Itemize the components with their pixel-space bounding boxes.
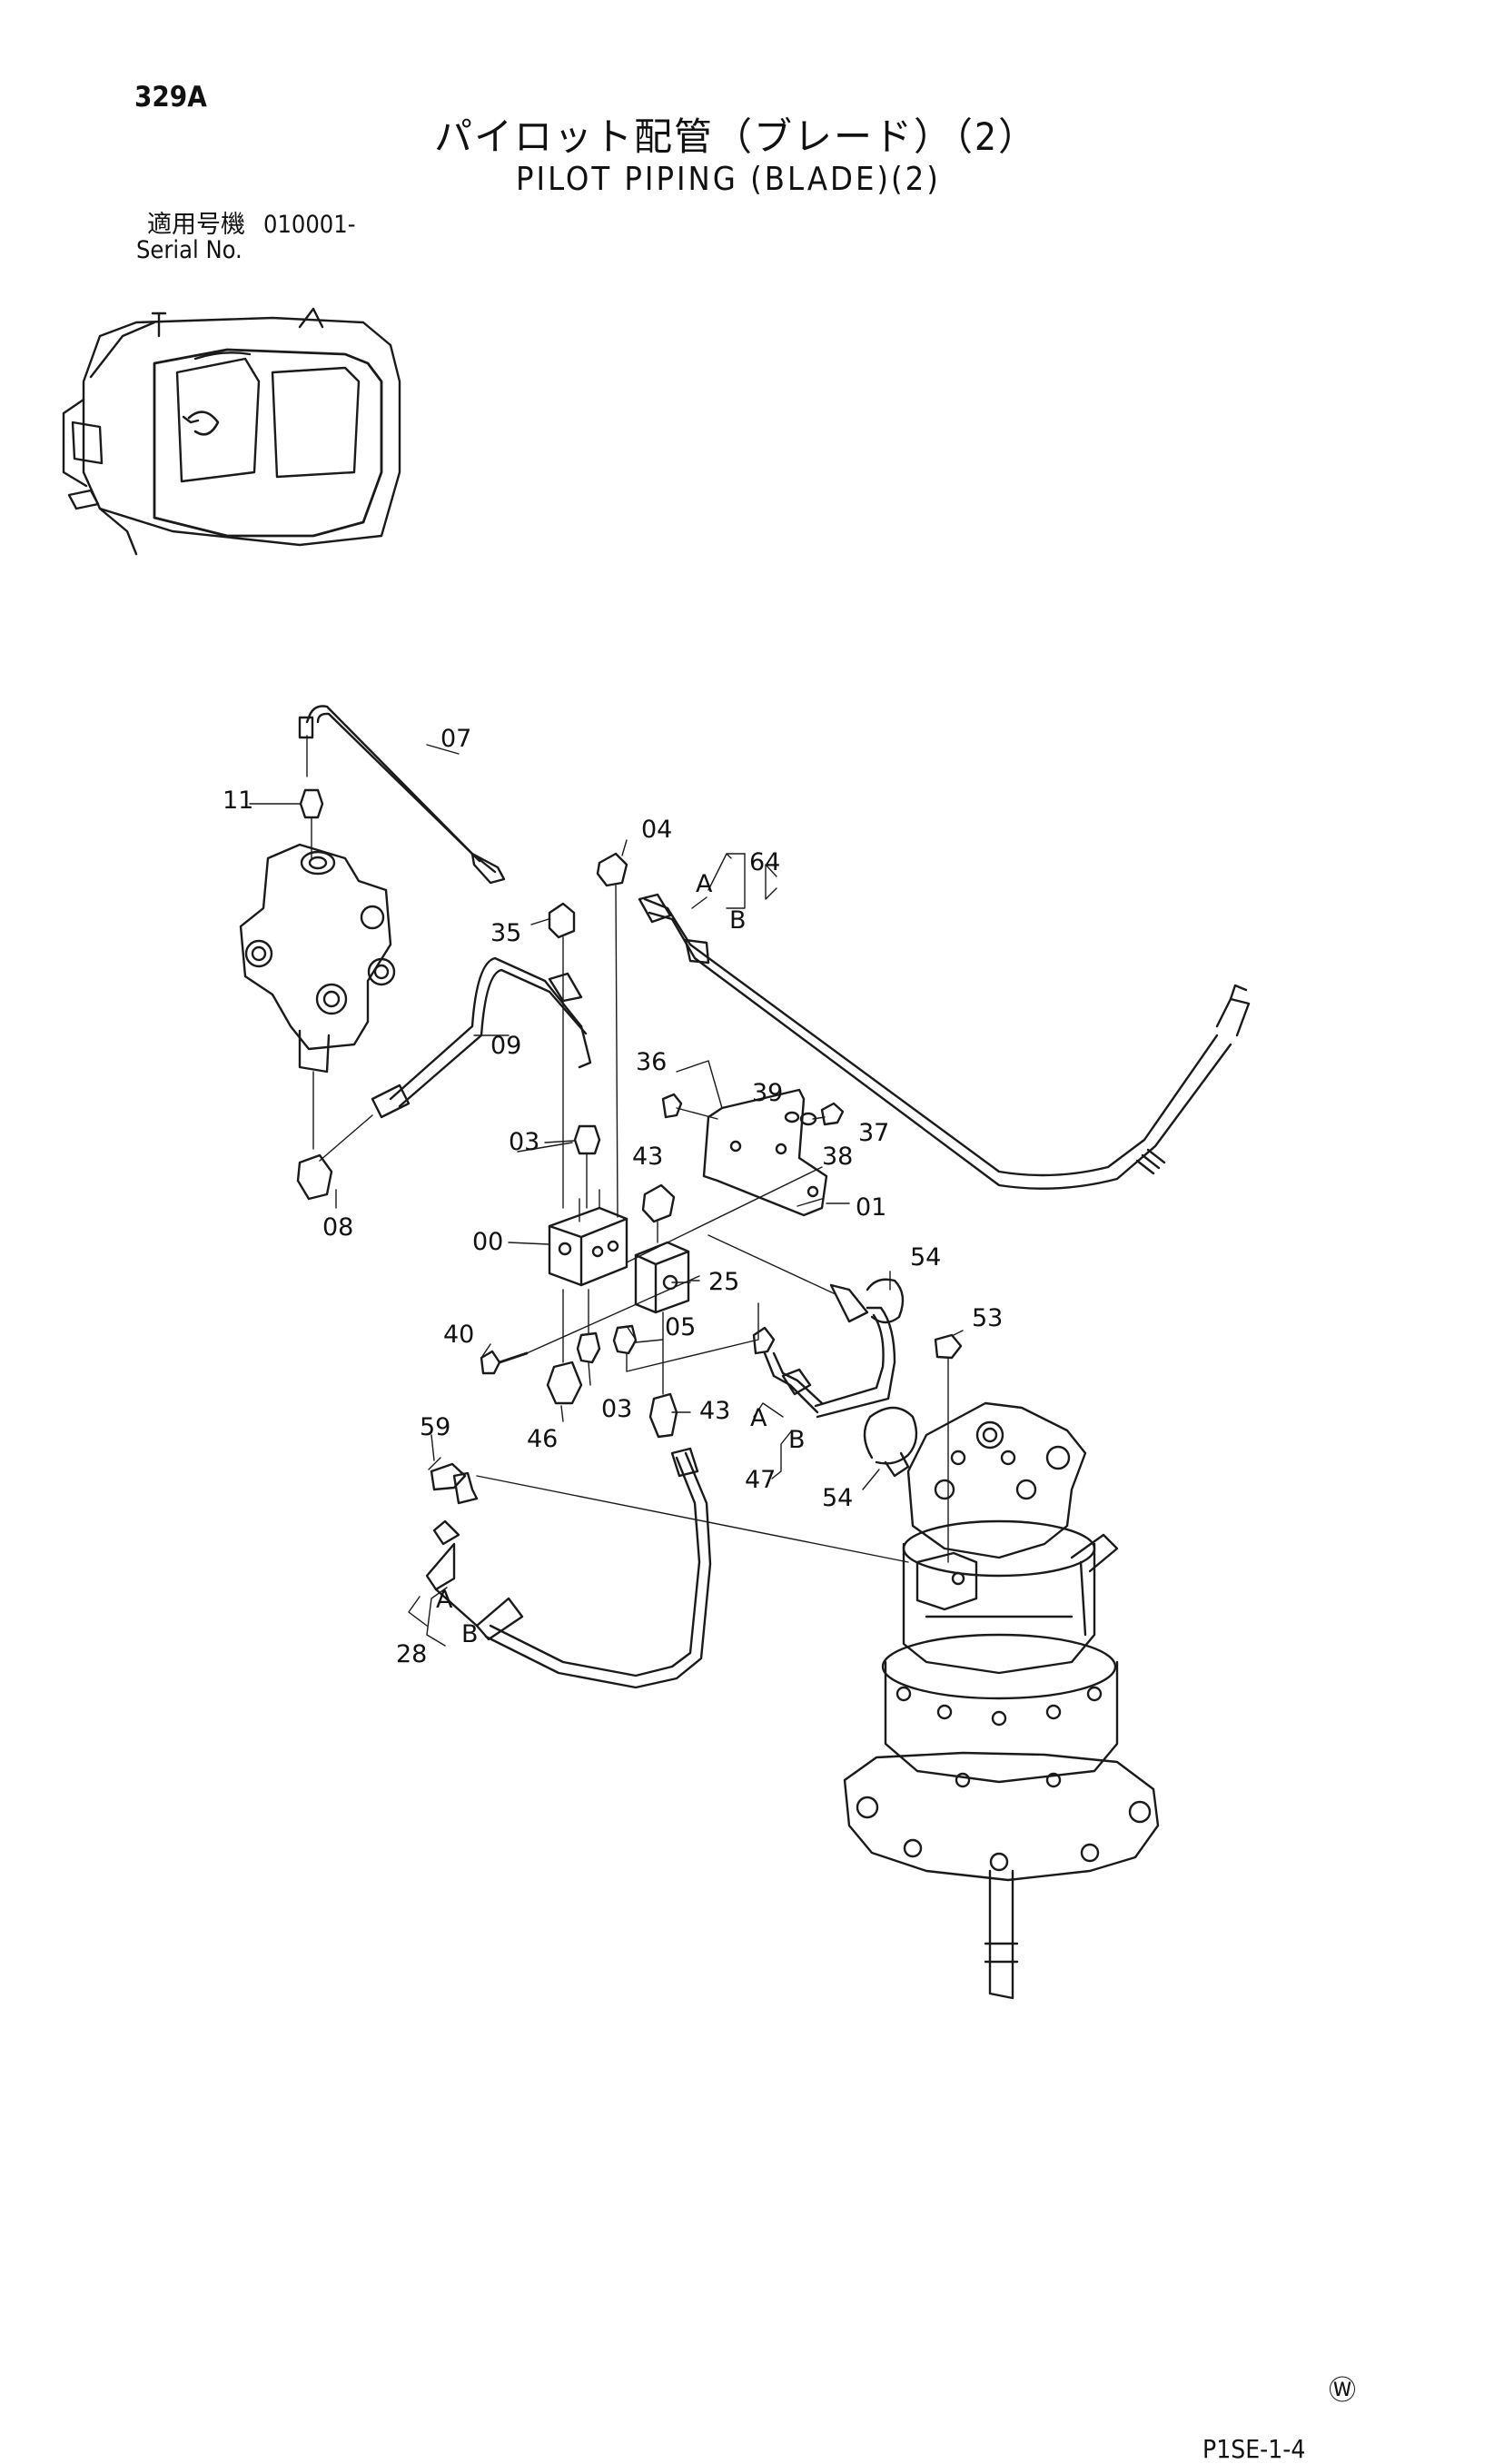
- callout-a-28: A: [436, 1586, 453, 1614]
- callout-25: 25: [708, 1268, 739, 1296]
- hose-64: [638, 853, 1251, 1190]
- callout-40: 40: [443, 1321, 474, 1349]
- callout-28: 28: [396, 1640, 427, 1668]
- callout-59: 59: [420, 1413, 450, 1441]
- callout-37: 37: [858, 1119, 889, 1147]
- callout-04: 04: [641, 816, 672, 844]
- elbow-04: [596, 852, 628, 1218]
- washer-39: [784, 1111, 800, 1123]
- callout-47: 47: [745, 1466, 776, 1494]
- hose-54-upper: [707, 1234, 905, 1419]
- callout-43-lower: 43: [699, 1397, 730, 1425]
- callout-54-upper: 54: [910, 1243, 941, 1272]
- serial-label-english: Serial No.: [136, 236, 242, 264]
- fitting-05: [612, 1302, 759, 1372]
- callout-01: 01: [856, 1193, 886, 1222]
- callout-05: 05: [665, 1313, 696, 1341]
- callout-36: 36: [636, 1048, 667, 1076]
- serial-number: 010001-: [263, 211, 356, 239]
- callout-a-64: A: [696, 870, 713, 898]
- bolt-40: [480, 1275, 700, 1375]
- watermark-symbol: Ⓦ: [1329, 2375, 1356, 2407]
- serial-label-japanese: 適用号機: [147, 211, 245, 239]
- pilot-piping-diagram: 07 11 04 64 A B 35 09 36 39 37 38 03 43 …: [62, 307, 1251, 2000]
- hose-47: [752, 1326, 824, 1414]
- page-title-english: PILOT PIPING (BLADE)(2): [516, 161, 941, 198]
- callout-38: 38: [822, 1143, 853, 1171]
- page-number: 329A: [134, 81, 207, 114]
- callout-b-64: B: [729, 906, 747, 935]
- callout-labels: 07 11 04 64 A B 35 09 36 39 37 38 03 43 …: [223, 725, 1003, 1668]
- pilot-valve-block: [239, 843, 396, 1150]
- callout-43-upper: 43: [632, 1143, 663, 1171]
- callout-53: 53: [972, 1304, 1003, 1332]
- callout-03-lower: 03: [601, 1395, 632, 1423]
- callout-54-lower: 54: [822, 1484, 853, 1512]
- callout-08: 08: [322, 1213, 353, 1242]
- callout-46: 46: [527, 1425, 558, 1453]
- manifold-block-00: [508, 1189, 628, 1287]
- callout-00: 00: [472, 1228, 503, 1256]
- callout-b-47: B: [788, 1426, 806, 1454]
- elbow-43-upper: [641, 1183, 676, 1243]
- callout-09: 09: [490, 1032, 521, 1060]
- callout-64: 64: [749, 848, 780, 876]
- fitting-03-lower: [576, 1289, 601, 1364]
- fitting-11: [249, 788, 324, 859]
- elbow-43-lower: [648, 1311, 678, 1439]
- callout-leaders: [335, 744, 964, 1647]
- callout-39: 39: [752, 1079, 783, 1107]
- hose-09: [371, 956, 592, 1119]
- callout-11: 11: [223, 787, 253, 815]
- page-title-japanese: パイロット配管（ブレード）（2）: [434, 114, 1039, 159]
- elbow-08: [296, 1114, 373, 1201]
- bracket-01: [626, 1088, 850, 1263]
- callout-a-47: A: [750, 1404, 767, 1432]
- callout-b-28: B: [461, 1620, 479, 1648]
- bolt-37: [812, 1102, 845, 1126]
- swing-motor: [843, 1401, 1160, 2000]
- elbow-35: [530, 902, 576, 1209]
- hose-28: [425, 1447, 712, 1689]
- drawing-code: P1SE-1-4: [1202, 2434, 1306, 2464]
- tee-59: [428, 1457, 909, 1563]
- callout-35: 35: [490, 919, 521, 947]
- fitting-03-upper: [544, 1124, 601, 1209]
- parts-catalog-page: 329A パイロット配管（ブレード）（2） PILOT PIPING (BLAD…: [62, 81, 1356, 2462]
- hose-54-lower: [863, 1406, 918, 1478]
- bolt-36: [661, 1060, 723, 1120]
- a-b-brackets: [408, 864, 784, 1627]
- plug-53: [934, 1333, 963, 1563]
- excavator-locator-illustration: [62, 307, 401, 556]
- callout-03-upper: 03: [509, 1128, 539, 1156]
- hose-07: [298, 705, 506, 885]
- fitting-46: [546, 1289, 583, 1405]
- callout-07: 07: [440, 725, 471, 753]
